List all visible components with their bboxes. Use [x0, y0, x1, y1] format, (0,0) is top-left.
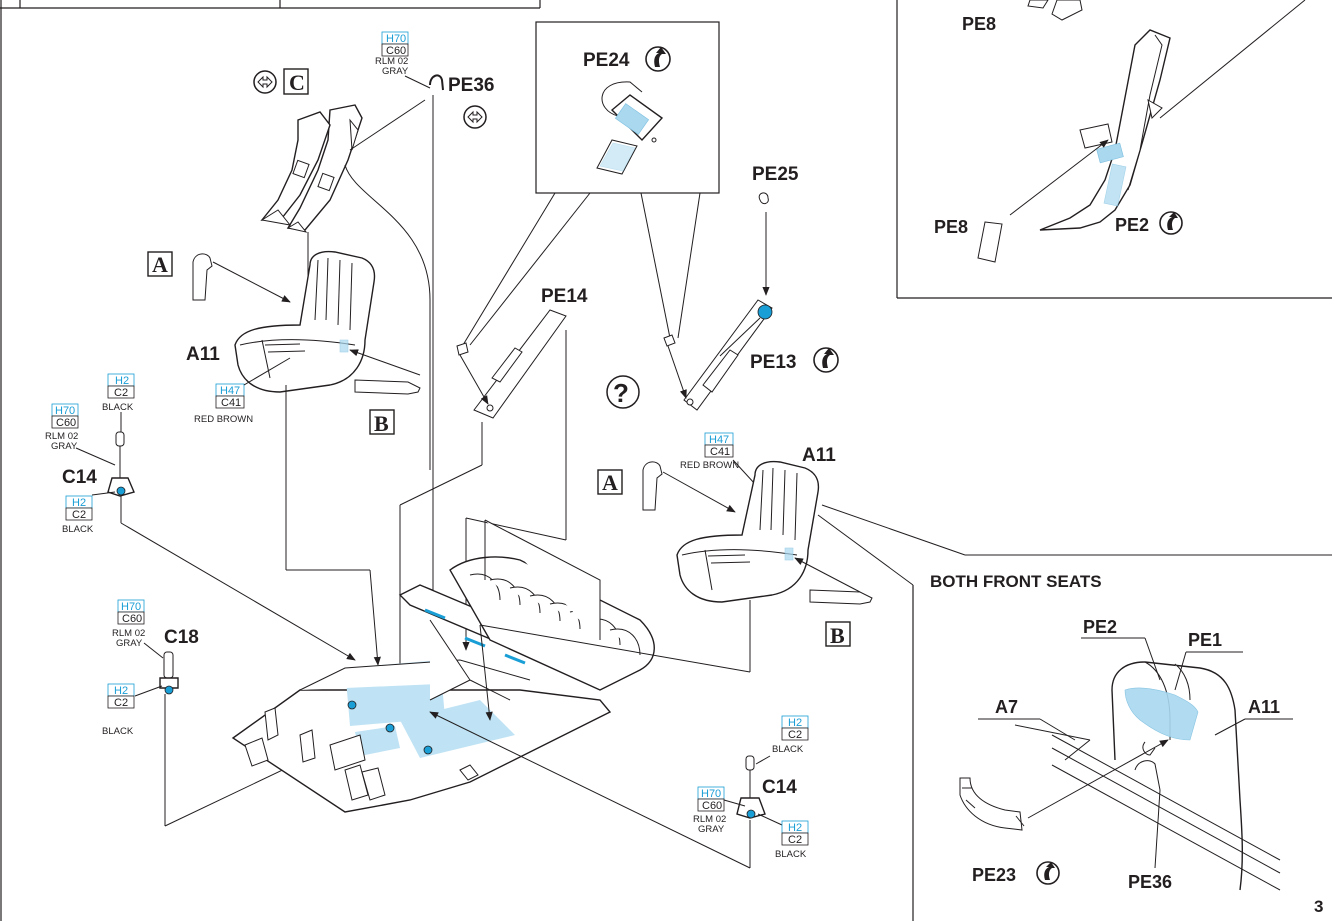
svg-text:BLACK: BLACK	[102, 402, 134, 413]
seatbelt-inset-panel: PE8 PE8 PE2	[896, 0, 1332, 299]
pe1-detail-label: PE1	[1188, 630, 1222, 650]
a11-left-label: A11	[186, 344, 220, 365]
c14-left-label: C14	[62, 467, 97, 488]
svg-text:H2: H2	[72, 497, 86, 509]
pe23-detail-label: PE23	[972, 865, 1016, 885]
pe14-part: PE14	[396, 286, 588, 696]
svg-text:C60: C60	[702, 800, 722, 812]
pe2-detail-label: PE2	[1083, 617, 1117, 637]
svg-text:C2: C2	[788, 834, 802, 846]
svg-text:H70: H70	[701, 788, 721, 800]
paint-callout-c14-left-bot: H2 C2 BLACK	[62, 491, 116, 535]
boxed-letter-a-right: A	[602, 470, 618, 495]
boxed-letter-b-left: B	[374, 411, 389, 436]
svg-text:GRAY: GRAY	[51, 441, 78, 452]
paint-callout-seat-left: H47 C41 RED BROWN	[194, 357, 291, 425]
svg-text:H47: H47	[709, 434, 729, 446]
pe24-inset-box: PE24	[462, 21, 720, 346]
svg-text:H2: H2	[788, 822, 802, 834]
pe25-label: PE25	[752, 164, 799, 185]
svg-text:BLACK: BLACK	[772, 744, 804, 755]
paint-callout-seat-right: H47 C41 RED BROWN	[680, 432, 756, 485]
svg-text:H70: H70	[121, 601, 141, 613]
svg-text:GRAY: GRAY	[116, 638, 143, 649]
c14-left-assembly: H2 C2 BLACK H70 C60 RLM 02 GRAY C14 H2 C…	[45, 373, 356, 661]
bend-arrow-icon	[1159, 211, 1183, 235]
svg-text:BLACK: BLACK	[102, 726, 134, 737]
left-seat-assembly: C PE36 H70 C60 RLM 02 GRAY	[147, 31, 494, 666]
bend-arrow-icon	[1036, 861, 1060, 885]
svg-text:RLM 02: RLM 02	[693, 814, 726, 825]
svg-text:?: ?	[613, 378, 629, 408]
a11-right-label: A11	[802, 445, 836, 466]
section-title: BOTH FRONT SEATS	[930, 572, 1102, 591]
pe8-top-label: PE8	[962, 14, 996, 34]
svg-text:RLM 02: RLM 02	[375, 56, 408, 67]
boxed-letter-a-left: A	[152, 252, 168, 277]
svg-text:H2: H2	[114, 685, 128, 697]
svg-text:RED BROWN: RED BROWN	[680, 460, 739, 471]
pe2-inset-label: PE2	[1115, 215, 1149, 235]
svg-text:C2: C2	[788, 729, 802, 741]
svg-text:C2: C2	[114, 387, 128, 399]
c18-label: C18	[164, 627, 199, 648]
svg-text:GRAY: GRAY	[698, 824, 725, 835]
pe36-top-label: PE36	[448, 75, 494, 96]
svg-text:RLM 02: RLM 02	[45, 431, 78, 442]
svg-text:C2: C2	[114, 697, 128, 709]
paint-callout-c14-right-top: H2 C2 BLACK	[755, 715, 809, 765]
svg-text:C60: C60	[56, 417, 76, 429]
svg-text:H70: H70	[386, 33, 406, 45]
pe13-pe25-parts: PE25 PE13	[663, 164, 839, 411]
paint-callout-belt: H70 C60 RLM 02 GRAY	[375, 31, 431, 89]
svg-text:RLM 02: RLM 02	[112, 628, 145, 639]
boxed-letter-b-right: B	[830, 623, 845, 648]
bend-arrow-icon	[645, 46, 671, 72]
c14-right-label: C14	[762, 777, 797, 798]
paint-callout-c14-left-mid: H70 C60 RLM 02 GRAY	[45, 403, 116, 466]
right-seat-assembly: A H47 C41 RED BROWN A11 B	[479, 432, 1332, 721]
pe8-bottom-label: PE8	[934, 217, 968, 237]
question-mark-icon: ?	[606, 375, 640, 409]
svg-text:C60: C60	[122, 613, 142, 625]
a7-detail-label: A7	[995, 697, 1018, 717]
svg-text:RED BROWN: RED BROWN	[194, 414, 253, 425]
svg-text:C60: C60	[386, 45, 406, 57]
svg-text:H2: H2	[788, 717, 802, 729]
c18-assembly: H70 C60 RLM 02 GRAY C18 H2 C2 BLACK	[102, 599, 399, 827]
c14-right-assembly: H2 C2 BLACK C14 H70 C60 RLM 02 GRAY H2 C…	[429, 711, 809, 869]
pe13-label: PE13	[750, 352, 796, 373]
paint-callout-c18-top: H70 C60 RLM 02 GRAY	[112, 599, 164, 659]
a11-detail-label: A11	[1248, 697, 1280, 717]
svg-text:H70: H70	[55, 405, 75, 417]
flip-arrow-icon	[253, 70, 277, 94]
boxed-letter-c: C	[289, 70, 305, 95]
both-front-seats-detail: BOTH FRONT SEATS PE2 PE1 A11 A7 PE23	[930, 572, 1293, 892]
svg-text:H47: H47	[220, 385, 240, 397]
svg-text:C41: C41	[710, 446, 730, 458]
paint-callout-c14-right-bot: H2 C2 BLACK	[757, 813, 809, 860]
paint-callout-c14-right-mid: H70 C60 RLM 02 GRAY	[693, 786, 746, 835]
paint-callout-c18-bot: H2 C2 BLACK	[102, 683, 163, 737]
pe36-detail-label: PE36	[1128, 872, 1172, 892]
pe14-label: PE14	[541, 286, 588, 307]
bend-arrow-icon	[813, 347, 839, 373]
cockpit-floor	[231, 519, 655, 813]
svg-text:BLACK: BLACK	[775, 849, 807, 860]
svg-text:BLACK: BLACK	[62, 524, 94, 535]
svg-text:GRAY: GRAY	[382, 66, 409, 77]
pe24-label: PE24	[583, 50, 630, 71]
svg-text:H2: H2	[115, 375, 129, 387]
flip-arrow-icon	[463, 105, 487, 129]
svg-text:C2: C2	[72, 509, 86, 521]
page-number: 3	[1314, 897, 1323, 916]
paint-callout-c14-left-top: H2 C2 BLACK	[102, 373, 135, 432]
page-frame	[0, 0, 914, 921]
svg-text:C41: C41	[221, 397, 241, 409]
